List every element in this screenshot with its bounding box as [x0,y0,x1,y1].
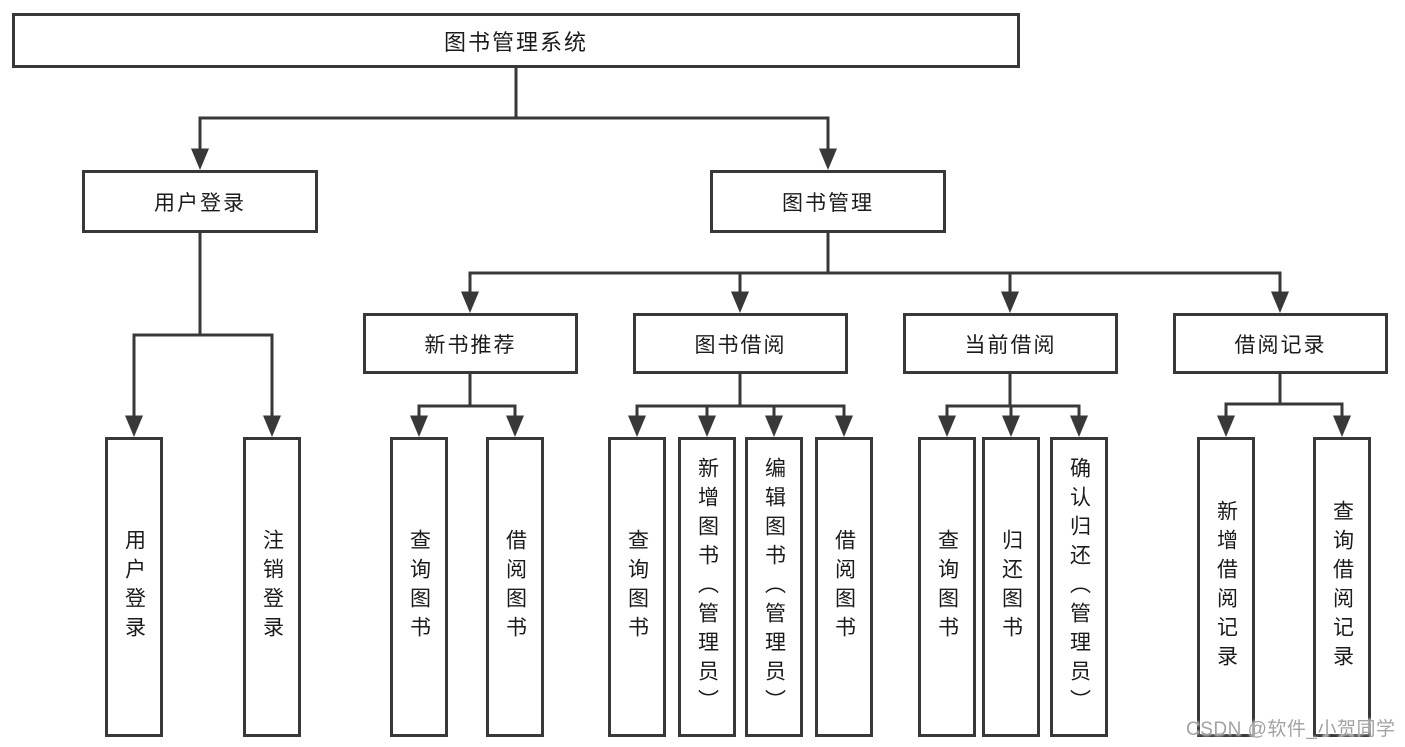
leaf-current-confirm-return-admin: 确认归还（管理员） [1050,437,1108,737]
arrow-down-icon [938,415,956,437]
node-book-borrowing: 图书借阅 [633,313,848,374]
leaf-label: 查询图书 [625,529,649,645]
leaf-borrowing-query-books: 查询图书 [608,437,666,737]
leaf-label: 注销登录 [260,529,284,645]
node-user-login-label: 用户登录 [154,191,246,215]
leaf-label: 编辑图书（管理员） [762,456,786,718]
leaf-label: 用户登录 [122,529,146,645]
node-user-login: 用户登录 [82,170,318,233]
node-book-management-label: 图书管理 [782,191,874,215]
arrow-down-icon [835,415,853,437]
node-borrow-records: 借阅记录 [1173,313,1388,374]
arrow-down-icon [1217,415,1235,437]
leaf-label: 查询图书 [935,529,959,645]
leaf-borrowing-edit-books-admin: 编辑图书（管理员） [745,437,803,737]
leaf-recommend-borrow-books: 借阅图书 [486,437,544,737]
arrow-down-icon [125,415,143,437]
arrow-down-icon [1333,415,1351,437]
leaf-borrowing-add-books-admin: 新增图书（管理员） [678,437,736,737]
leaf-current-return-books: 归还图书 [982,437,1040,737]
arrow-down-icon [1002,415,1020,437]
node-book-management: 图书管理 [710,170,946,233]
node-new-book-recommend: 新书推荐 [363,313,578,374]
arrow-down-icon [628,415,646,437]
node-book-borrowing-label: 图书借阅 [694,333,787,357]
arrow-down-icon [819,148,837,170]
node-root: 图书管理系统 [12,13,1020,68]
node-new-book-recommend-label: 新书推荐 [424,333,517,357]
node-borrow-records-label: 借阅记录 [1234,333,1327,357]
arrow-down-icon [1070,415,1088,437]
leaf-label: 借阅图书 [503,529,527,645]
arrow-down-icon [1001,291,1019,313]
leaf-records-query-record: 查询借阅记录 [1313,437,1371,737]
arrow-down-icon [698,415,716,437]
arrow-down-icon [765,415,783,437]
node-current-borrowing: 当前借阅 [903,313,1118,374]
csdn-watermark: CSDN @软件_小贺同学 [1186,719,1396,740]
arrow-down-icon [731,291,749,313]
leaf-logout: 注销登录 [243,437,301,737]
node-root-label: 图书管理系统 [443,29,588,55]
leaf-recommend-query-books: 查询图书 [390,437,448,737]
leaf-label: 查询图书 [407,529,431,645]
leaf-label: 新增借阅记录 [1214,500,1238,674]
arrow-down-icon [506,415,524,437]
arrow-down-icon [191,148,209,170]
leaf-records-add-record: 新增借阅记录 [1197,437,1255,737]
leaf-label: 查询借阅记录 [1330,500,1354,674]
arrowheads [125,148,1351,437]
leaf-current-query-books: 查询图书 [918,437,976,737]
node-current-borrowing-label: 当前借阅 [964,333,1057,357]
arrow-down-icon [263,415,281,437]
leaf-label: 确认归还（管理员） [1067,456,1091,718]
edge-segments [132,68,1344,421]
leaf-label: 归还图书 [999,529,1023,645]
leaf-label: 新增图书（管理员） [695,456,719,718]
arrow-down-icon [410,415,428,437]
leaf-borrowing-borrow-books: 借阅图书 [815,437,873,737]
arrow-down-icon [1271,291,1289,313]
arrow-down-icon [461,291,479,313]
leaf-user-login: 用户登录 [105,437,163,737]
leaf-label: 借阅图书 [832,529,856,645]
